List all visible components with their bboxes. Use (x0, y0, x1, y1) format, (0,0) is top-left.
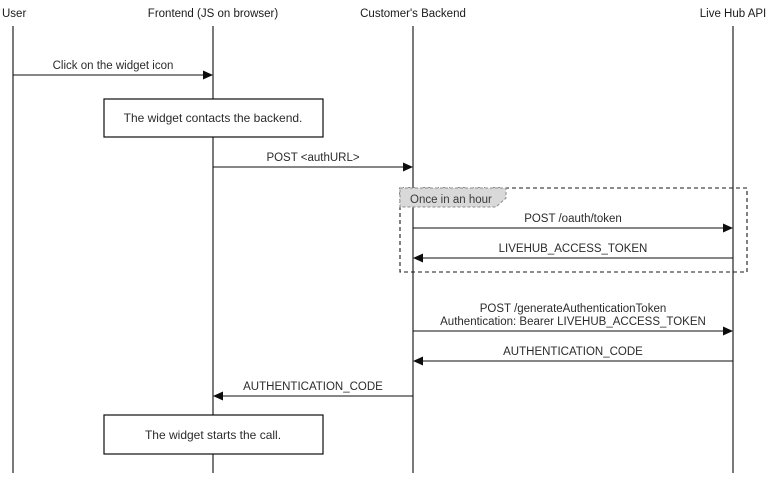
arrowhead-icon-m4 (413, 253, 423, 263)
message-livehub-access-token[interactable]: LIVEHUB_ACCESS_TOKEN (413, 243, 733, 263)
note-label-n2: The widget starts the call. (145, 428, 281, 442)
message-post-authurl[interactable]: POST <authURL> (213, 152, 413, 172)
message-label-m3: POST /oauth/token (524, 213, 622, 225)
message-authentication-code-backend-frontend[interactable]: AUTHENTICATION_CODE (213, 381, 413, 401)
message-authentication-code-livehub-backend[interactable]: AUTHENTICATION_CODE (413, 346, 733, 366)
fragment-label-text: Once in an hour (410, 194, 492, 206)
message-label-m5-line2: Authentication: Bearer LIVEHUB_ACCESS_TO… (440, 316, 706, 328)
notes-group: The widget contacts the backend. The wid… (103, 98, 324, 455)
message-label-m2: POST <authURL> (266, 152, 359, 164)
participant-livehub[interactable]: Live Hub API (700, 8, 766, 473)
note-label-n1: The widget contacts the backend. (124, 111, 303, 125)
participant-label-frontend: Frontend (JS on browser) (148, 8, 279, 20)
message-post-oauth-token[interactable]: POST /oauth/token (413, 213, 733, 233)
note-widget-starts-call[interactable]: The widget starts the call. (103, 414, 324, 455)
arrowhead-icon-m3 (723, 223, 733, 233)
participant-frontend[interactable]: Frontend (JS on browser) (148, 8, 279, 473)
message-click-on-the-widget-icon[interactable]: Click on the widget icon (13, 60, 213, 80)
arrowhead-icon-m6 (413, 356, 423, 366)
participant-label-backend: Customer's Backend (360, 8, 466, 20)
note-box-n1 (103, 98, 324, 138)
fragment-border (399, 187, 748, 273)
participant-label-livehub: Live Hub API (700, 8, 766, 20)
message-label-m1: Click on the widget icon (53, 60, 174, 72)
lifelines-group: User Frontend (JS on browser) Customer's… (2, 8, 766, 473)
participant-user[interactable]: User (2, 8, 26, 473)
message-post-generate-authentication-token[interactable]: POST /generateAuthenticationToken Authen… (413, 303, 733, 336)
messages-group: Click on the widget icon POST <authURL> … (13, 60, 733, 401)
participant-label-user: User (2, 8, 26, 20)
arrowhead-icon-m2 (403, 162, 413, 172)
message-label-m6: AUTHENTICATION_CODE (503, 346, 643, 358)
fragment-label-tab (399, 187, 507, 208)
message-label-m7: AUTHENTICATION_CODE (243, 381, 383, 393)
message-label-m4: LIVEHUB_ACCESS_TOKEN (499, 243, 648, 255)
message-label-m5-line1: POST /generateAuthenticationToken (480, 303, 666, 315)
arrowhead-icon-m1 (203, 70, 213, 80)
participant-backend[interactable]: Customer's Backend (360, 8, 466, 473)
arrowhead-icon-m7 (213, 391, 223, 401)
note-box-n2 (103, 414, 324, 455)
fragment-once-in-an-hour: Once in an hour (399, 187, 748, 273)
note-widget-contacts-backend[interactable]: The widget contacts the backend. (103, 98, 324, 138)
arrowhead-icon-m5 (723, 326, 733, 336)
